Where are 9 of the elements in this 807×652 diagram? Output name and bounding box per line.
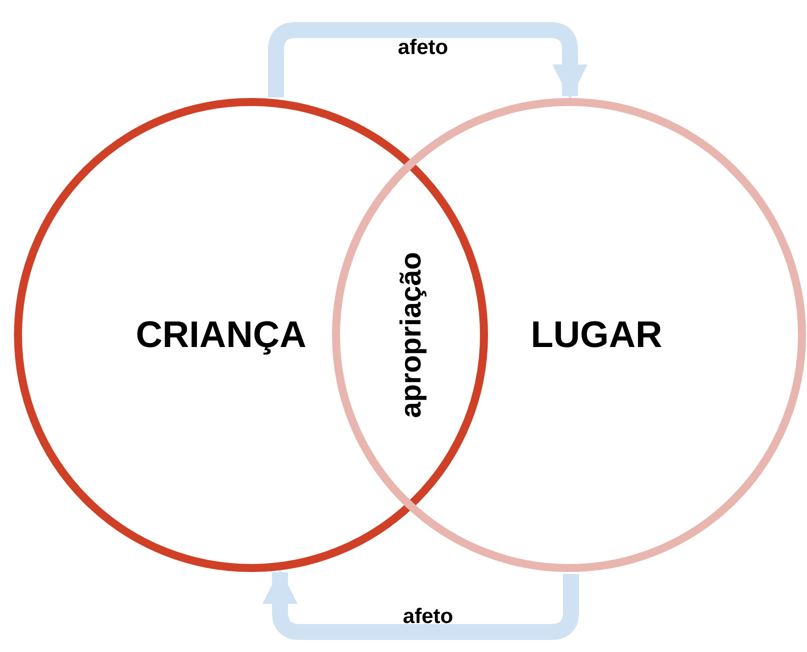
circle <box>332 98 806 572</box>
circle-label: LUGAR <box>530 314 662 356</box>
edge-label: afeto <box>398 36 448 60</box>
curved-arrow <box>268 22 588 100</box>
circle <box>14 98 488 572</box>
circle-label: CRIANÇA <box>136 314 306 356</box>
overlap-label: apropriação <box>396 252 428 418</box>
edge-label: afeto <box>402 605 454 629</box>
curved-arrow <box>262 568 579 640</box>
